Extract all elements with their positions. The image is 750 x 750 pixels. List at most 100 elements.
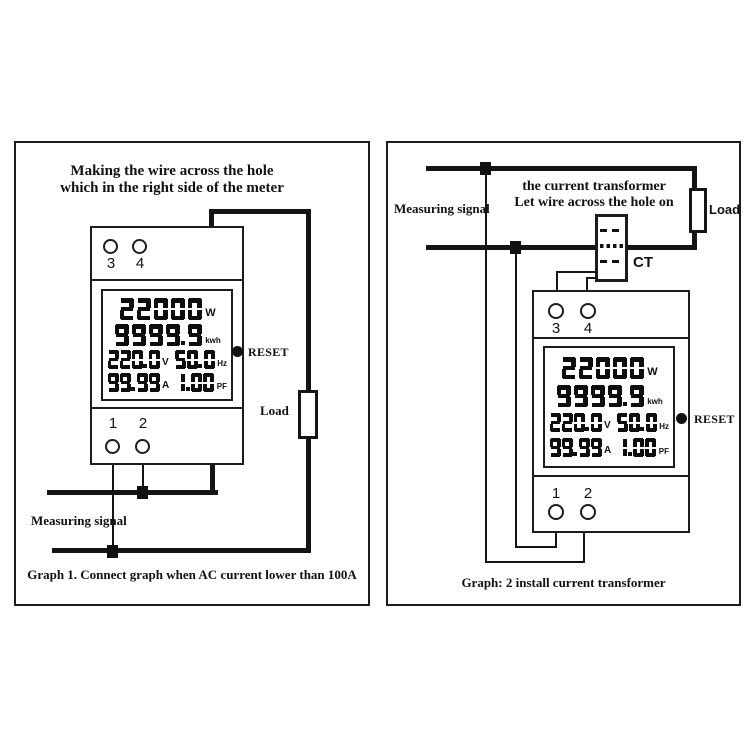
terminal-2-hole xyxy=(580,504,596,520)
load-label: Load xyxy=(260,403,289,418)
wire-line1 xyxy=(426,166,697,171)
lcd-power-value xyxy=(118,298,203,320)
junction-line1 xyxy=(480,162,491,175)
right-caption: Graph: 2 install current transformer xyxy=(461,575,666,590)
terminal-3-hole xyxy=(548,303,564,319)
energy-meter: 3 4 W kwh V xyxy=(90,226,244,465)
lcd-voltage-unit: V xyxy=(604,420,611,431)
wire-load-down xyxy=(306,209,311,390)
meter-divider-bottom xyxy=(92,407,242,409)
lcd-power-value xyxy=(560,357,645,379)
terminal-3-hole xyxy=(103,239,118,254)
terminal-4-label: 4 xyxy=(583,320,593,337)
ct-lead1-vertical xyxy=(556,271,558,290)
reset-label: RESET xyxy=(694,412,735,426)
lcd-voltage-value xyxy=(107,350,160,369)
wire-line2-right xyxy=(627,245,697,250)
lcd-current-pf-row: A PF xyxy=(106,373,228,392)
lcd-current-value xyxy=(107,373,160,392)
right-panel: the current transformer Let wire across … xyxy=(386,141,741,606)
lcd-current-value xyxy=(549,438,602,457)
lcd-pf-unit: PF xyxy=(216,382,227,391)
lcd-power-row: W xyxy=(106,298,228,320)
wire-load-return xyxy=(306,439,311,553)
wire-outer-return-horizontal xyxy=(485,561,585,563)
wire-inner-return-vertical xyxy=(555,533,557,548)
load-resistor xyxy=(689,188,707,233)
meter-divider-top xyxy=(534,337,688,339)
wire-load-return xyxy=(692,233,697,250)
reset-button-dot xyxy=(676,413,687,424)
terminal-1-label: 1 xyxy=(551,485,561,502)
lcd-pf-value xyxy=(174,373,215,392)
left-title-line2: which in the right side of the meter xyxy=(60,180,284,196)
lcd-energy-unit: kwh xyxy=(205,336,221,345)
right-panel-title: the current transformer Let wire across … xyxy=(454,179,734,211)
lcd-voltage-value xyxy=(549,413,602,432)
terminal-3-label: 3 xyxy=(106,255,116,272)
lcd-voltage-frequency-row: V Hz xyxy=(548,413,670,432)
junction-line2 xyxy=(510,241,521,254)
lcd-power-unit: W xyxy=(205,307,216,319)
lcd-frequency-unit: Hz xyxy=(217,359,227,368)
lcd-energy-row: kwh xyxy=(548,385,670,407)
right-title-line2: Let wire across the hole on xyxy=(514,195,674,210)
current-transformer xyxy=(595,214,628,282)
terminal-2-label: 2 xyxy=(138,415,148,432)
meter-divider-top xyxy=(92,279,242,281)
junction-mid-line xyxy=(137,486,148,499)
terminal-2-hole xyxy=(135,439,150,454)
lcd-energy-value xyxy=(555,385,645,407)
left-panel-title: Making the wire across the hole which in… xyxy=(16,163,328,197)
ct-label: CT xyxy=(633,254,653,271)
ct-wire-through-dots xyxy=(600,244,623,248)
lcd-current-unit: A xyxy=(162,380,170,391)
left-panel: Making the wire across the hole which in… xyxy=(14,141,370,606)
lcd-display: W kwh V Hz xyxy=(543,346,675,468)
lcd-voltage-unit: V xyxy=(162,357,169,368)
junction-bottom-line xyxy=(107,545,118,558)
terminal-3-label: 3 xyxy=(551,320,561,337)
lcd-voltage-frequency-row: V Hz xyxy=(106,350,228,369)
reset-button-dot xyxy=(232,346,243,357)
terminal-1-label: 1 xyxy=(108,415,118,432)
wire-meter-top-riser xyxy=(209,209,214,229)
terminal-1-hole xyxy=(548,504,564,520)
lcd-power-unit: W xyxy=(647,366,658,378)
load-resistor xyxy=(298,390,318,439)
lcd-pf-value xyxy=(616,438,657,457)
terminal-1-hole xyxy=(105,439,120,454)
wire-outer-return-vertical xyxy=(583,533,585,563)
ct-lead2-horizontal xyxy=(586,277,598,279)
lcd-energy-value xyxy=(113,324,203,346)
wire-sense2-vertical xyxy=(515,254,517,548)
measuring-signal-label: Measuring signal xyxy=(31,513,127,528)
ct-lead1-horizontal xyxy=(556,271,597,273)
reset-label: RESET xyxy=(248,345,289,359)
wire-load-drop xyxy=(692,171,697,188)
energy-meter: 3 4 W kwh V xyxy=(532,290,690,533)
terminal-4-hole xyxy=(580,303,596,319)
lcd-frequency-value xyxy=(174,350,215,369)
wire-bottom-line xyxy=(52,548,311,553)
lcd-energy-row: kwh xyxy=(106,324,228,346)
measuring-signal-label: Measuring signal xyxy=(394,201,490,216)
lcd-current-unit: A xyxy=(604,445,612,456)
wire-meter-bottom-elbow xyxy=(210,465,215,495)
wire-sense1-vertical xyxy=(485,175,487,563)
lcd-display: W kwh V Hz xyxy=(101,289,233,401)
right-title-line1: the current transformer xyxy=(522,179,666,194)
wire-mid-line xyxy=(47,490,218,495)
terminal-2-label: 2 xyxy=(583,485,593,502)
wire-terminal2-lead xyxy=(142,465,144,492)
wire-terminal1-lead xyxy=(112,465,114,550)
wire-inner-return-horizontal xyxy=(515,546,557,548)
load-label: Load xyxy=(709,202,741,217)
terminal-4-label: 4 xyxy=(135,255,145,272)
meter-divider-bottom xyxy=(534,475,688,477)
lcd-frequency-unit: Hz xyxy=(659,422,669,431)
left-title-line1: Making the wire across the hole xyxy=(70,163,274,179)
lcd-frequency-value xyxy=(616,413,657,432)
lcd-pf-unit: PF xyxy=(658,447,669,456)
